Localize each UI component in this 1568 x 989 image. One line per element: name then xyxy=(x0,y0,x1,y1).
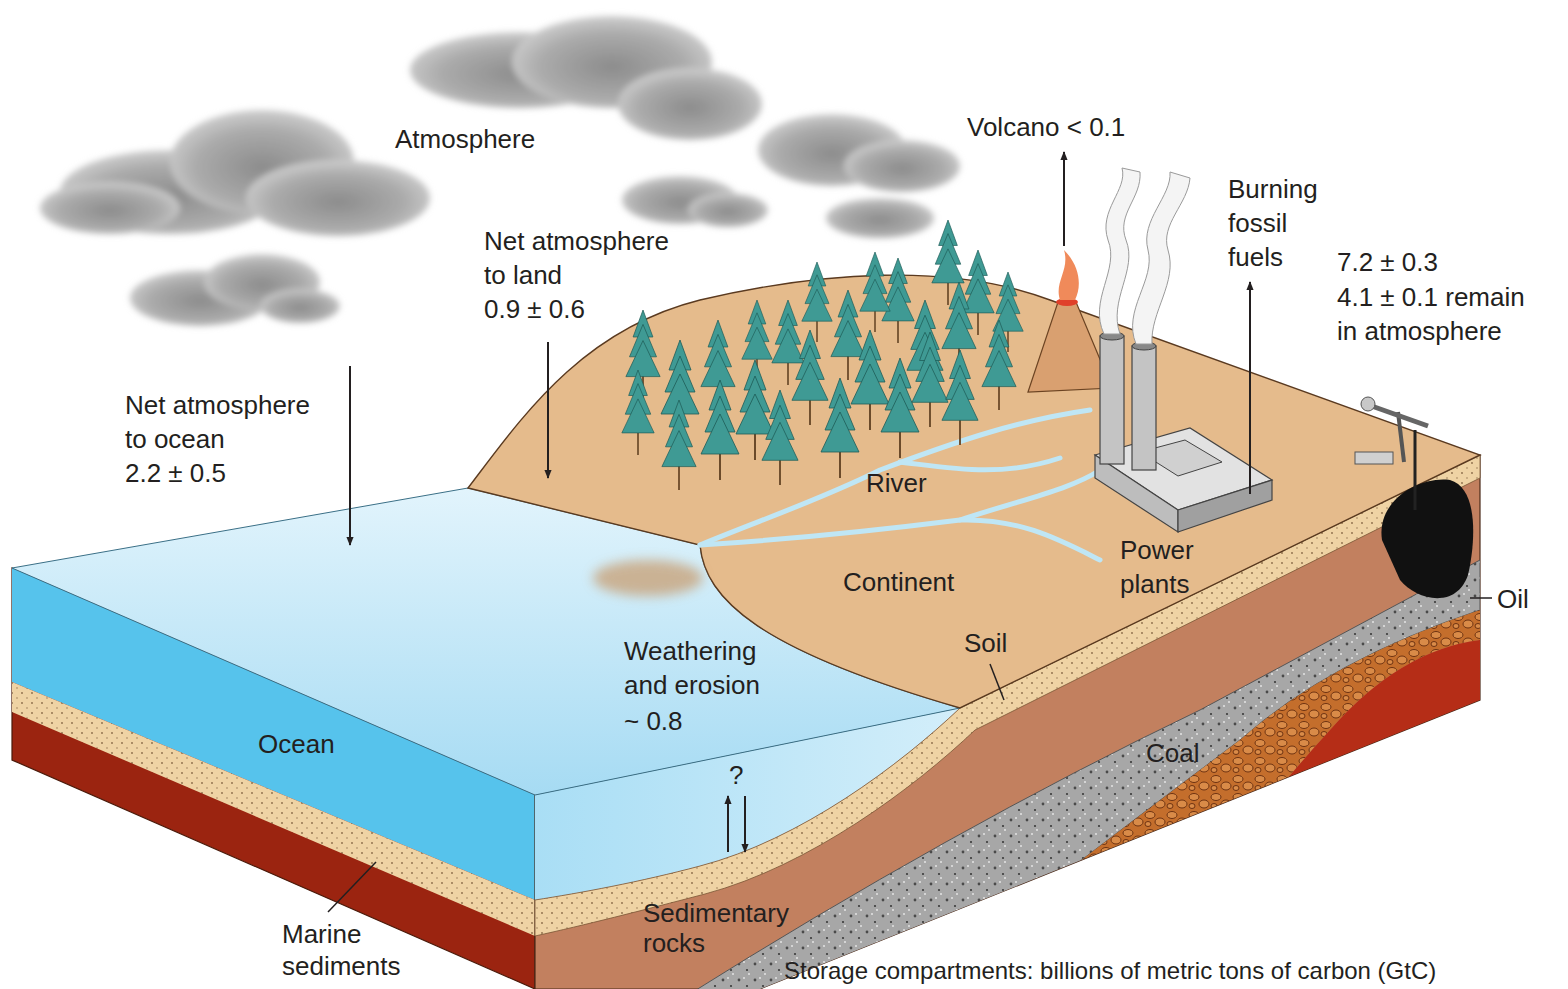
river-branch xyxy=(700,520,1100,560)
pump-base xyxy=(1355,452,1393,464)
pump-beam xyxy=(1366,404,1428,426)
tree xyxy=(882,258,914,343)
forest xyxy=(622,220,1023,490)
ocean-flux-arrow xyxy=(349,366,351,545)
region-label: Atmosphere xyxy=(395,122,535,156)
flux-value: ~ 0.8 xyxy=(624,704,683,738)
leader-line xyxy=(1470,597,1492,599)
tree xyxy=(701,380,739,480)
well-pipe xyxy=(1414,430,1417,510)
part-label: River xyxy=(866,466,927,500)
tree xyxy=(821,378,859,478)
cloud xyxy=(40,182,180,234)
tree xyxy=(792,330,828,425)
unknown-flux-mark: ? xyxy=(729,758,743,792)
cloud xyxy=(260,289,340,323)
region-label: Ocean xyxy=(258,727,335,761)
plant-wall xyxy=(1178,480,1272,532)
cloud xyxy=(688,193,768,227)
cloud xyxy=(618,68,762,140)
river-branch xyxy=(960,470,1100,520)
cloud xyxy=(844,140,960,192)
smoke xyxy=(1133,172,1190,344)
flux-value: 7.2 ± 0.3 xyxy=(1337,245,1438,279)
basement-layer xyxy=(1130,640,1480,989)
flux-value: 2.2 ± 0.5 xyxy=(125,456,226,490)
tree xyxy=(831,290,865,380)
tree xyxy=(912,332,948,427)
smokestack xyxy=(1100,336,1124,464)
oil-deposit xyxy=(1381,480,1473,599)
smoke xyxy=(1099,168,1140,334)
tree xyxy=(860,252,890,332)
tree xyxy=(942,350,978,445)
pump-head xyxy=(1361,397,1375,411)
part-label: Oil xyxy=(1497,582,1529,616)
cloud xyxy=(246,160,430,236)
cloud xyxy=(826,198,934,238)
oil-well xyxy=(1355,397,1473,598)
flux-label: Weathering and erosion xyxy=(624,634,774,702)
flux-label: Net atmosphere to ocean xyxy=(125,388,325,456)
flux-label: Burning fossil fuels xyxy=(1228,172,1328,274)
exchange-arrow xyxy=(744,796,746,852)
flux-value: 0.9 ± 0.6 xyxy=(484,292,585,326)
flux-label: Net atmosphere to land xyxy=(484,224,684,292)
sediment-plume xyxy=(593,560,703,596)
tree xyxy=(851,330,889,430)
tree xyxy=(881,358,919,458)
smokestack xyxy=(1132,346,1156,470)
continent-surface xyxy=(468,275,1480,708)
part-label: Soil xyxy=(964,626,1007,660)
part-label: Continent xyxy=(843,565,954,599)
part-label: Marine sediments xyxy=(282,918,412,982)
volcano-flux-arrow xyxy=(1063,152,1065,246)
tree xyxy=(762,390,798,485)
flux-value: 4.1 ± 0.1 remain in atmosphere xyxy=(1337,280,1542,348)
tree xyxy=(662,400,696,490)
caption-note: Storage compartments: billions of metric… xyxy=(784,957,1436,985)
tree xyxy=(802,262,832,342)
flux-label: Volcano < 0.1 xyxy=(967,110,1125,144)
tree xyxy=(622,370,654,455)
fossil-fuel-flux-arrow xyxy=(1249,282,1251,494)
tree xyxy=(736,360,774,460)
volcano-plume xyxy=(1059,250,1079,300)
exchange-arrow xyxy=(727,796,729,852)
part-label: Coal xyxy=(1146,736,1199,770)
part-label: Sedimentary rocks xyxy=(643,898,803,958)
land-flux-arrow xyxy=(547,342,549,478)
leader-line xyxy=(990,664,1004,700)
leader-line xyxy=(328,862,376,912)
part-label: Power plants xyxy=(1120,533,1210,601)
tree xyxy=(982,320,1016,410)
